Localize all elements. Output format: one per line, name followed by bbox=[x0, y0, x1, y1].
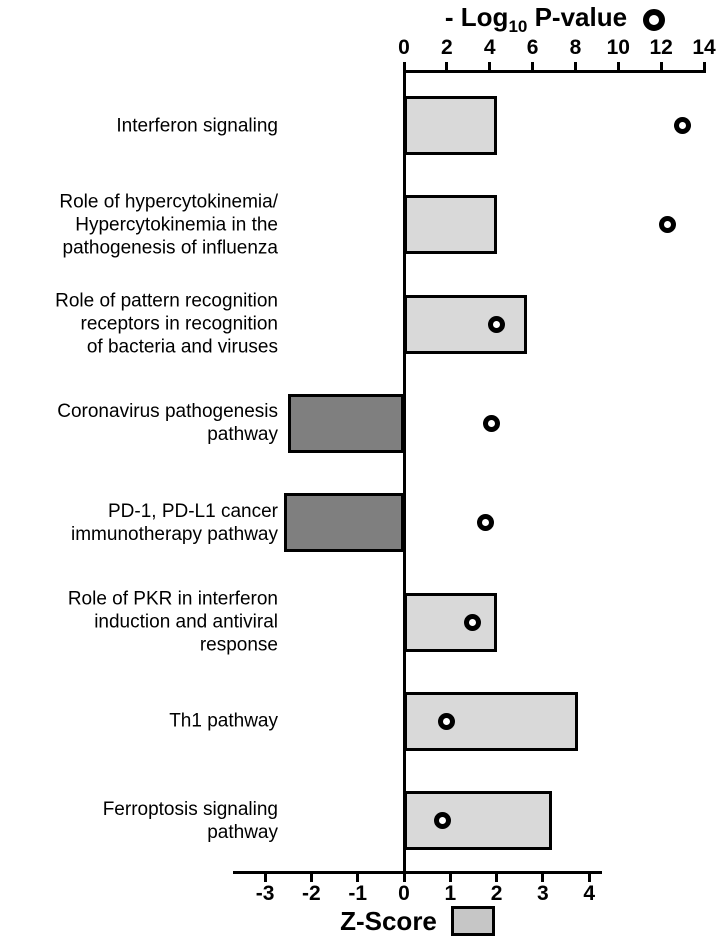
top-axis-tick-label: 12 bbox=[649, 36, 673, 59]
pvalue-legend-circle-icon bbox=[643, 9, 666, 31]
top-axis-tick-label: 0 bbox=[398, 36, 410, 59]
top-axis-line bbox=[403, 70, 706, 73]
pathway-label-line: response bbox=[199, 634, 278, 656]
bottom-axis-tick-label: 2 bbox=[490, 882, 503, 905]
pathway-label-line: Hypercytokinemia in the bbox=[75, 214, 278, 236]
chart-title-text: - Log10 P-value bbox=[445, 2, 627, 37]
pathway-label-line: PD-1, PD-L1 cancer bbox=[107, 500, 278, 522]
zscore-legend-swatch bbox=[450, 906, 495, 936]
pathway-label-line: receptors in recognition bbox=[80, 313, 279, 335]
zscore-bar bbox=[288, 393, 404, 453]
top-axis-tick bbox=[488, 62, 492, 70]
top-axis-tick bbox=[616, 62, 620, 70]
pvalue-dot bbox=[659, 216, 677, 234]
bottom-axis-tick bbox=[309, 874, 313, 882]
zscore-bar bbox=[404, 96, 497, 155]
bottom-axis-tick-label: 4 bbox=[583, 882, 596, 905]
pathway-label-line: Role of PKR in interferon bbox=[67, 588, 278, 610]
bottom-axis-tick bbox=[541, 874, 545, 882]
pvalue-dot bbox=[438, 712, 456, 730]
pvalue-dot bbox=[434, 812, 452, 830]
pathway-label-line: Role of hypercytokinemia/ bbox=[59, 191, 278, 213]
top-axis-tick bbox=[531, 62, 535, 70]
bottom-axis-tick-label: -3 bbox=[255, 882, 275, 905]
top-axis-tick bbox=[402, 62, 406, 70]
bottom-axis-tick bbox=[402, 874, 406, 882]
zero-baseline bbox=[402, 70, 406, 874]
pathway-label-line: pathway bbox=[207, 424, 278, 446]
pathway-label-line: Coronavirus pathogenesis bbox=[57, 401, 278, 423]
top-axis-tick bbox=[659, 62, 663, 70]
bottom-axis-line bbox=[233, 871, 602, 874]
pathway-label-line: Role of pattern recognition bbox=[55, 290, 278, 312]
zscore-bar bbox=[404, 195, 497, 255]
zscore-bar bbox=[283, 493, 404, 553]
zscore-bar bbox=[404, 791, 553, 851]
pathway-label-line: immunotherapy pathway bbox=[71, 523, 278, 545]
zscore-legend-label: Z-Score bbox=[340, 905, 437, 936]
bottom-axis-tick-label: 1 bbox=[444, 882, 457, 905]
zscore-legend: Z-Score bbox=[233, 901, 602, 941]
zscore-bar bbox=[404, 691, 578, 751]
pathway-label: Interferon signaling bbox=[0, 114, 278, 137]
bottom-axis-tick-label: -2 bbox=[302, 882, 321, 905]
title-suffix: P-value bbox=[527, 2, 628, 33]
pvalue-dot bbox=[464, 613, 482, 631]
bottom-axis-tick bbox=[263, 874, 267, 882]
top-axis-tick-label: 4 bbox=[483, 36, 496, 59]
pvalue-dot bbox=[483, 414, 501, 432]
pathway-label: Role of hypercytokinemia/Hypercytokinemi… bbox=[0, 190, 278, 259]
bottom-axis-tick bbox=[587, 874, 591, 882]
top-axis-tick-label: 10 bbox=[606, 36, 630, 59]
pvalue-dot bbox=[674, 117, 692, 134]
pathway-label-line: pathway bbox=[207, 821, 278, 843]
chart-title: - Log10 P-value bbox=[404, 2, 706, 38]
pathway-label-line: of bacteria and viruses bbox=[86, 336, 278, 358]
bottom-axis-tick-label: -1 bbox=[348, 882, 368, 905]
top-axis-tick-label: 8 bbox=[569, 36, 582, 59]
pathway-label-line: Ferroptosis signaling bbox=[102, 798, 278, 820]
bottom-axis-tick bbox=[448, 874, 452, 882]
pathway-label-line: pathogenesis of influenza bbox=[62, 237, 279, 259]
title-prefix: - Log bbox=[444, 2, 509, 33]
top-axis-tick-label: 14 bbox=[692, 36, 716, 59]
top-axis-tick-label: 6 bbox=[526, 36, 539, 59]
top-axis-tick bbox=[702, 62, 706, 70]
pathway-label: Th1 pathway bbox=[0, 710, 278, 733]
zscore-bar bbox=[404, 592, 497, 652]
pathway-label-line: Interferon signaling bbox=[116, 115, 278, 136]
pathway-label-line: Th1 pathway bbox=[169, 710, 278, 732]
bottom-axis-tick bbox=[356, 874, 360, 882]
title-subscript: 10 bbox=[508, 17, 528, 37]
pvalue-dot bbox=[476, 514, 494, 532]
bottom-axis-tick-label: 3 bbox=[537, 882, 549, 905]
zscore-bar bbox=[404, 294, 527, 354]
pvalue-dot bbox=[487, 315, 505, 333]
top-axis-tick-label: 2 bbox=[441, 36, 453, 59]
pathway-label-line: induction and antiviral bbox=[94, 611, 278, 633]
top-axis-tick bbox=[445, 62, 449, 70]
top-axis-tick bbox=[573, 62, 577, 70]
bottom-axis-tick-label: 0 bbox=[398, 882, 410, 905]
bottom-axis-tick bbox=[495, 874, 499, 882]
